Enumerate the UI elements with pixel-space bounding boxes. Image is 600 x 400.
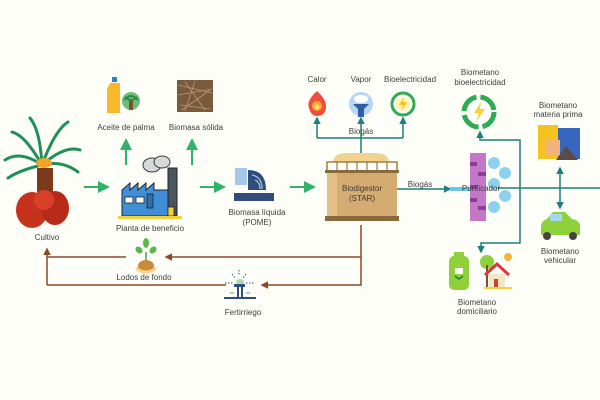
label-pome-line1: Biomasa líquida [228,208,286,217]
label-calor: Calor [307,75,327,84]
steam-icon [349,92,373,117]
arrow-purificador-bm-bioelec [476,130,521,196]
fiber-texture-icon [177,80,213,112]
label-pome-line2: (POME) [242,218,272,227]
teal-lines [313,116,600,254]
label-cultivo: Cultivo [34,233,60,242]
palm-tree-icon [3,116,82,228]
label-fertirriego: Fertirriego [224,308,262,317]
brown-lines [43,225,362,289]
label-bm-vehicular-line2: vehicular [543,256,577,265]
label-biodigestor-line2: (STAR) [348,194,376,203]
label-bm-bioelec-line1: Biometano [460,68,500,77]
liquid-pipe-icon [234,168,274,201]
label-bm-vehicular-line1: Biometano [540,247,580,256]
label-bm-bioelec-line2: bioelectricidad [454,78,506,87]
palm-oil-bottle-icon [107,77,140,113]
label-bm-materia-line2: materia prima [533,110,583,119]
green-arrows [84,138,316,193]
label-vapor: Vapor [350,75,372,84]
label-purificador: Purificador [461,184,501,193]
lightning-icon [390,91,416,117]
label-bm-materia-line1: Biometano [538,101,578,110]
recycle-lightning-icon [461,94,497,130]
flame-icon [308,91,327,116]
label-aceite-palma: Aceite de palma [97,123,155,132]
car-icon [541,212,580,240]
label-biogas-up: Biogás [348,127,374,136]
label-biomasa-solida: Biomasa sólida [168,123,224,132]
label-biogas-right: Biogás [407,180,433,189]
tank-icon [325,153,399,221]
sprout-icon [135,238,157,274]
factory-icon [118,155,182,219]
barrels-icon [538,125,580,160]
arrow-to-bm-domiciliario [477,196,521,254]
label-lodos-fondo: Lodos de fondo [116,273,172,282]
label-bioelectricidad: Bioelectricidad [383,75,437,84]
filter-icon [450,153,511,221]
label-bm-domiciliario-line2: domiciliario [456,307,498,316]
label-biodigestor-line1: Biodigestor [341,184,383,193]
label-planta-beneficio: Planta de beneficio [115,224,185,233]
gas-cylinder-house-icon [449,252,512,290]
sprinkler-icon [224,270,256,299]
label-bm-domiciliario-line1: Biometano [457,298,497,307]
